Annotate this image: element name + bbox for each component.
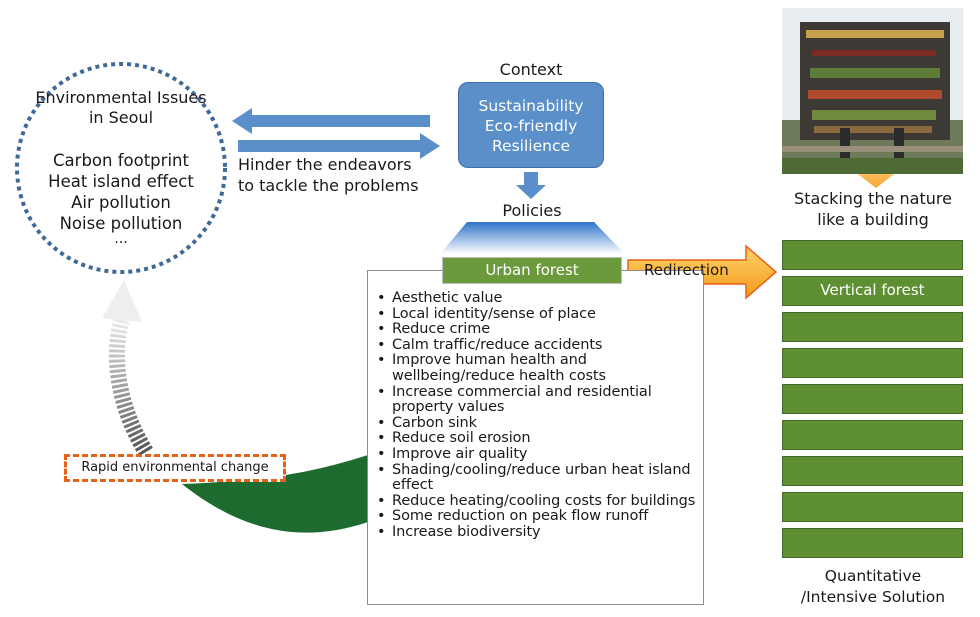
benefits-box: Aesthetic valueLocal identity/sense of p…	[367, 270, 704, 605]
forest-layer	[782, 456, 963, 486]
benefit-item: Carbon sink	[377, 415, 703, 432]
benefit-item: Local identity/sense of place	[377, 306, 703, 323]
forest-layer	[782, 528, 963, 558]
policies-label: Policies	[502, 201, 562, 220]
vertical-forest-layer: Vertical forest	[782, 276, 963, 306]
benefit-item: Some reduction on peak flow runoff	[377, 509, 703, 525]
benefit-item: Increase biodiversity	[377, 524, 703, 541]
forest-layer	[782, 348, 963, 378]
benefit-item: Improve air quality	[377, 446, 703, 463]
benefit-item: Calm traffic/reduce accidents	[377, 337, 703, 354]
policies-trapezoid	[440, 222, 625, 254]
stacking-label: Stacking the nature like a building	[794, 189, 952, 229]
benefit-item: Increase commercial and residential prop…	[377, 384, 703, 416]
benefit-item: Reduce heating/cooling costs for buildin…	[377, 493, 703, 510]
forest-layer	[782, 312, 963, 342]
benefit-item: Improve human health and wellbeing/reduc…	[377, 353, 703, 384]
green-swoosh	[182, 455, 368, 533]
rapid-change-box: Rapid environmental change	[64, 454, 286, 482]
issues-circle	[15, 62, 227, 274]
gray-feedback-arrow	[102, 280, 153, 457]
context-label: Context	[499, 60, 563, 79]
urban-forest-box: Urban forest	[442, 257, 622, 284]
solution-label: Quantitative /Intensive Solution	[800, 567, 946, 606]
context-down-arrow	[516, 172, 546, 199]
benefits-list: Aesthetic valueLocal identity/sense of p…	[368, 271, 703, 541]
issues-ellipsis: ...	[114, 231, 128, 247]
vertical-building-photo	[782, 8, 963, 174]
benefit-item: Shading/cooling/reduce urban heat island…	[377, 462, 703, 494]
redirection-label: Redirection	[644, 261, 729, 279]
context-box: Sustainability Eco-friendly Resilience	[458, 82, 604, 168]
right-arrow	[238, 133, 440, 159]
benefit-item: Aesthetic value	[377, 290, 703, 307]
forest-layer	[782, 492, 963, 522]
issues-list: Carbon footprint Heat island effect Air …	[48, 151, 194, 233]
forest-layer	[782, 384, 963, 414]
benefit-item: Reduce crime	[377, 322, 703, 338]
left-arrow	[232, 108, 430, 134]
issues-title: Environmental Issues in Seoul	[35, 88, 207, 127]
forest-layer	[782, 420, 963, 450]
forest-layer	[782, 240, 963, 270]
hinder-text: Hinder the endeavors to tackle the probl…	[238, 155, 419, 195]
benefit-item: Reduce soil erosion	[377, 431, 703, 447]
